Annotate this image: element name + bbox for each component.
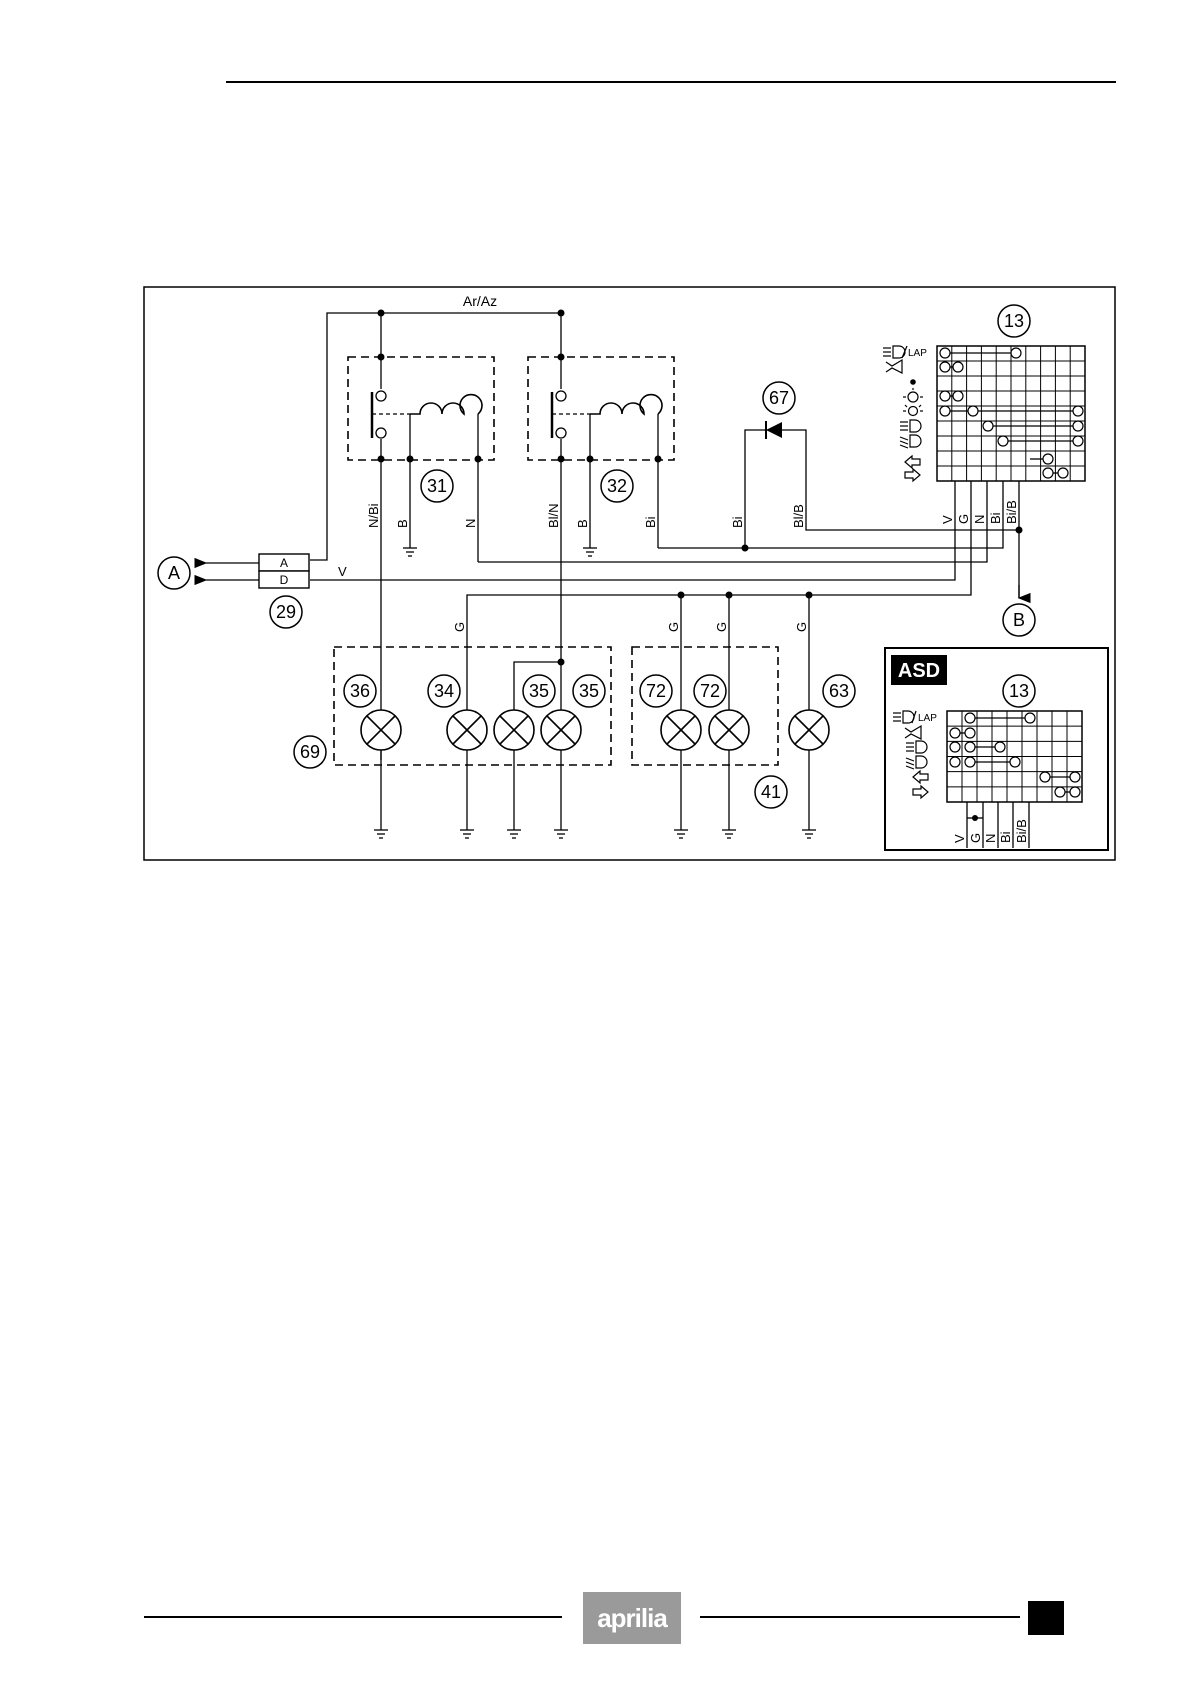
- ref-b: B: [1013, 610, 1025, 630]
- label-sw-g: G: [956, 514, 971, 524]
- ref-13: 13: [1004, 311, 1024, 331]
- asd-lap-label: LAP: [918, 713, 937, 724]
- label-g-63: G: [794, 622, 809, 632]
- label-asd-bi-b: Bi/B: [1014, 819, 1029, 843]
- ref-41: 41: [761, 782, 781, 802]
- lamp-72b: [709, 710, 749, 750]
- turn-left-icon: [905, 456, 920, 468]
- ref-72a: 72: [646, 681, 666, 701]
- lamp-35b: [541, 710, 581, 750]
- connector-pin-a: A: [280, 556, 288, 570]
- ref-69: 69: [300, 742, 320, 762]
- lamp-34: [447, 710, 487, 750]
- relay-31: [348, 357, 494, 460]
- label-sw-bi-b: Bi/B: [1004, 500, 1019, 524]
- high-beam-icon: [900, 420, 921, 432]
- logo-text: aprilia: [597, 1603, 667, 1634]
- label-bi-relay: Bi: [643, 516, 658, 528]
- label-v: V: [338, 564, 347, 579]
- junction-dots: [378, 310, 1023, 666]
- ref-32: 32: [607, 476, 627, 496]
- label-n-bi: N/Bi: [366, 503, 381, 528]
- footer-rule-left: [144, 1616, 562, 1618]
- label-n-31: N: [463, 519, 478, 528]
- aprilia-logo: aprilia: [583, 1592, 681, 1644]
- turn-right-icon: [905, 469, 920, 481]
- bullet-icon: [910, 379, 916, 385]
- lamps: [361, 710, 829, 750]
- ref-67: 67: [769, 388, 789, 408]
- asd-inset: ASD: [885, 648, 1108, 850]
- ref-a: A: [168, 563, 180, 583]
- lamp-63: [789, 710, 829, 750]
- connector-29: A D: [206, 554, 309, 588]
- ref-63: 63: [829, 681, 849, 701]
- lamp-72a: [661, 710, 701, 750]
- asd-badge-text: ASD: [898, 660, 940, 682]
- label-sw-bi: Bi: [988, 512, 1003, 524]
- label-bi-diode: Bi: [730, 516, 745, 528]
- horn-icon: [886, 360, 902, 373]
- connector-pin-d: D: [280, 573, 289, 587]
- label-g-34: G: [452, 622, 467, 632]
- label-asd-g: G: [968, 833, 983, 843]
- diode-67: [766, 421, 782, 439]
- label-asd-bi: Bi: [998, 831, 1013, 843]
- label-g-72b: G: [714, 622, 729, 632]
- ref-36: 36: [350, 681, 370, 701]
- headlight-flash-icon: [883, 346, 907, 358]
- switch-table-13: [937, 346, 1085, 481]
- switch-icons-main: LAP: [883, 346, 927, 481]
- label-g-72a: G: [666, 622, 681, 632]
- label-ar-az: Ar/Az: [463, 293, 497, 309]
- ref-13-asd: 13: [1009, 681, 1029, 701]
- ref-35a: 35: [529, 681, 549, 701]
- ref-72b: 72: [700, 681, 720, 701]
- ref-34: 34: [434, 681, 454, 701]
- label-sw-v: V: [940, 515, 955, 524]
- lamp-35a: [494, 710, 534, 750]
- lap-label: LAP: [908, 348, 927, 359]
- label-bl-n: Bl/N: [546, 503, 561, 528]
- page-marker: [1028, 1601, 1064, 1635]
- ref-31: 31: [427, 476, 447, 496]
- label-sw-n: N: [972, 515, 987, 524]
- lamp-36: [361, 710, 401, 750]
- label-b-32: B: [575, 519, 590, 528]
- label-asd-v: V: [952, 834, 967, 843]
- ref-35b: 35: [579, 681, 599, 701]
- low-beam-icon: [900, 435, 921, 448]
- ref-29: 29: [276, 602, 296, 622]
- parking-light-icon: [903, 388, 923, 402]
- label-bl-b: Bl/B: [791, 504, 806, 528]
- label-asd-n: N: [983, 834, 998, 843]
- footer-rule-right: [700, 1616, 1020, 1618]
- position-light-icon: [903, 405, 923, 416]
- relay-32: [528, 357, 674, 460]
- label-b-31: B: [395, 519, 410, 528]
